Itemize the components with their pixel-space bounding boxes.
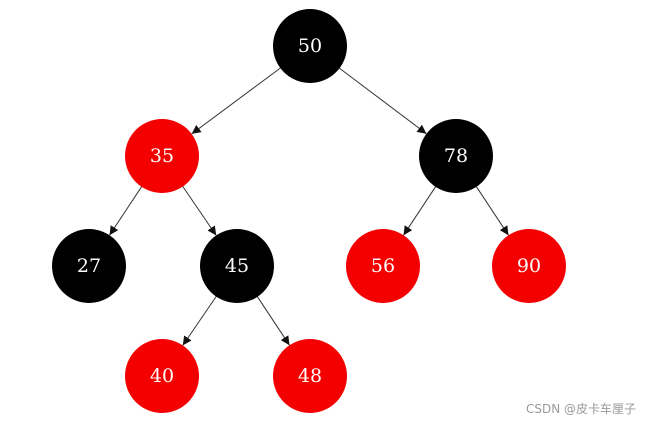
nodes-layer: 50 35 78 27 45 56 90 40 48 <box>52 9 566 413</box>
edge-35-27 <box>109 184 144 236</box>
black-node-circle <box>273 9 347 83</box>
red-node-circle <box>346 229 420 303</box>
node-label: 35 <box>150 145 174 167</box>
tree-node-35: 35 <box>125 119 199 193</box>
edge-45-40 <box>182 294 218 346</box>
edge-50-78 <box>337 66 427 135</box>
edges-layer <box>109 66 509 346</box>
tree-node-27: 27 <box>52 229 126 303</box>
black-node-circle <box>200 229 274 303</box>
red-node-circle <box>273 339 347 413</box>
tree-node-45: 45 <box>200 229 274 303</box>
node-label: 90 <box>517 255 541 277</box>
red-node-circle <box>492 229 566 303</box>
node-label: 40 <box>150 365 174 387</box>
tree-node-56: 56 <box>346 229 420 303</box>
edge-45-48 <box>255 294 290 346</box>
tree-node-50: 50 <box>273 9 347 83</box>
edge-78-90 <box>474 184 509 236</box>
black-node-circle <box>52 229 126 303</box>
tree-node-90: 90 <box>492 229 566 303</box>
node-label: 56 <box>371 255 395 277</box>
node-label: 78 <box>444 145 468 167</box>
tree-node-40: 40 <box>125 339 199 413</box>
black-node-circle <box>419 119 493 193</box>
node-label: 50 <box>298 35 322 57</box>
node-label: 45 <box>225 255 249 277</box>
red-node-circle <box>125 119 199 193</box>
node-label: 27 <box>77 255 101 277</box>
edge-78-56 <box>403 184 438 236</box>
red-node-circle <box>125 339 199 413</box>
node-label: 48 <box>298 365 322 387</box>
tree-node-48: 48 <box>273 339 347 413</box>
edge-35-45 <box>181 184 217 236</box>
watermark-text: CSDN @皮卡车厘子 <box>525 402 636 416</box>
edge-50-35 <box>191 66 283 135</box>
tree-node-78: 78 <box>419 119 493 193</box>
